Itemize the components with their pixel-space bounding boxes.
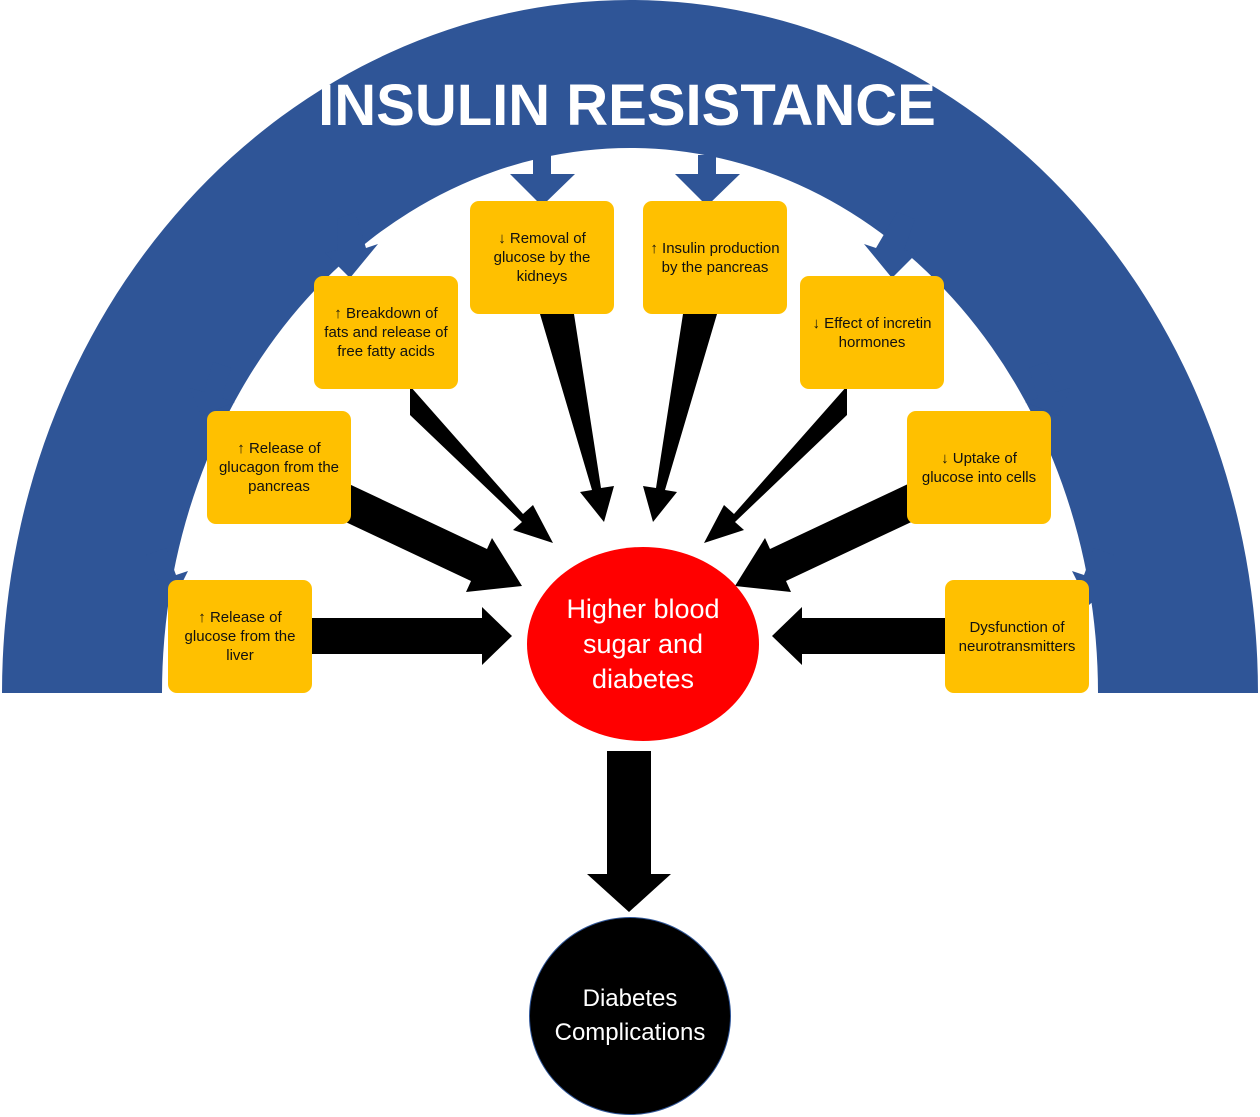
factor-box-neuro: Dysfunction of neurotransmitters [945,580,1089,693]
blue-arrow-glucagon [190,362,235,416]
black-arrow-down [587,751,671,912]
factor-box-incretin: ↓ Effect of incretin hormones [800,276,944,389]
insulin-resistance-arc [2,0,1258,693]
outcome-text: Diabetes Complications [554,985,706,1046]
black-arrow-glucagon [335,484,522,592]
black-arrow-liver [312,607,512,665]
factor-text-liver: ↑ Release of glucose from the liver [184,609,296,664]
center-circle: Higher blood sugar and diabetes [527,547,759,741]
black-arrow-fats [410,386,553,543]
black-arrow-neuro [772,607,946,665]
factor-box-liver: ↑ Release of glucose from the liver [168,580,312,693]
black-arrows [312,314,946,912]
factor-text-uptake: ↓ Uptake of glucose into cells [921,449,1037,486]
factor-text-neuro: Dysfunction of neurotransmitters [958,618,1076,655]
factor-box-uptake: ↓ Uptake of glucose into cells [907,411,1051,524]
factor-box-kidneys: ↓ Removal of glucose by the kidneys [470,201,614,314]
factor-text-insulin: ↑ Insulin production by the pancreas [650,239,780,276]
blue-arrow-fats [325,212,378,278]
factor-box-fats: ↑ Breakdown of fats and release of free … [314,276,458,389]
factor-text-glucagon: ↑ Release of glucagon from the pancreas [218,440,340,495]
blue-arrow-kidneys [510,155,575,206]
black-arrow-insulin [643,314,717,522]
factor-box-glucagon: ↑ Release of glucagon from the pancreas [207,411,351,524]
black-arrow-kidneys [540,314,614,522]
factor-text-kidneys: ↓ Removal of glucose by the kidneys [493,230,591,285]
arc-title: INSULIN RESISTANCE [318,73,936,138]
black-arrow-incretin [704,386,847,543]
black-arrow-uptake [735,484,922,592]
center-text: Higher blood sugar and diabetes [566,593,720,694]
outcome-circle: Diabetes Complications [529,917,731,1115]
blue-arrow-insulin [675,155,740,206]
factor-text-incretin: ↓ Effect of incretin hormones [812,314,932,351]
blue-arrow-incretin [864,212,917,278]
blue-arrow-uptake [1025,362,1070,416]
factor-box-insulin: ↑ Insulin production by the pancreas [643,201,787,314]
factor-text-fats: ↑ Breakdown of fats and release of free … [324,305,448,360]
